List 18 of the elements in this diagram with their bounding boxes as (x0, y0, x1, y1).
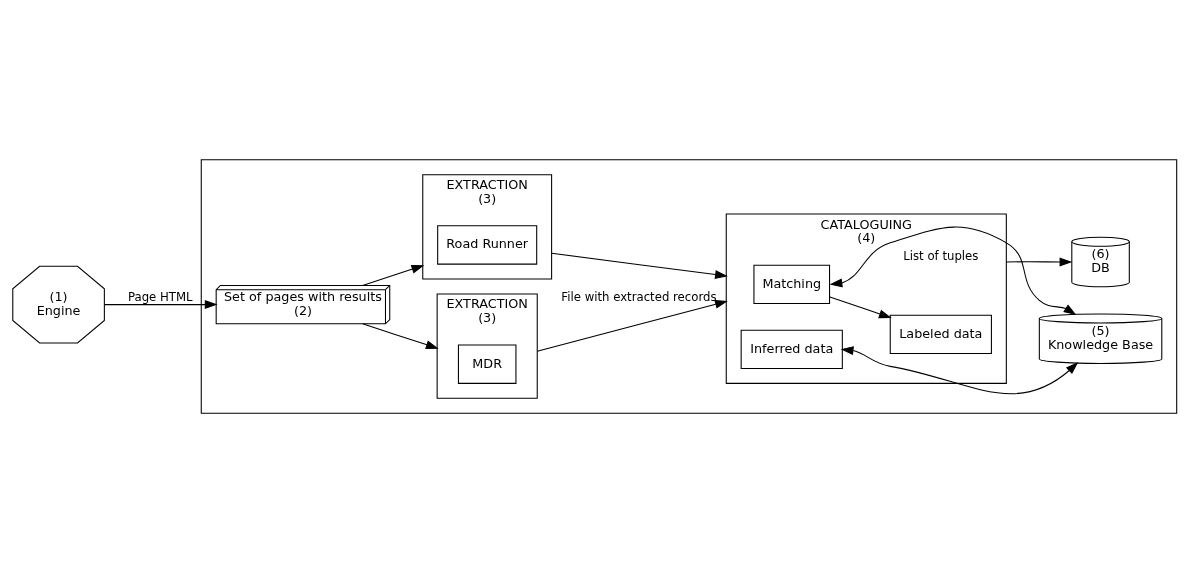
node-box: Matching (753, 264, 831, 304)
node-box: Road Runner (437, 224, 538, 265)
arrow (362, 322, 439, 349)
arrow (551, 252, 728, 279)
arrow (1005, 257, 1073, 266)
arrow (829, 295, 892, 318)
node-box: Labeled data (889, 314, 992, 354)
edge-label: Page HTML (127, 289, 193, 304)
edge-label: File with extracted records (561, 289, 717, 304)
arrow (829, 226, 1077, 315)
edge-label: List of tuples (903, 248, 979, 263)
arrow (104, 299, 218, 309)
arrow (536, 299, 728, 352)
arrow (840, 345, 1079, 394)
node-box: Inferred data (740, 329, 843, 369)
cluster (200, 158, 1178, 414)
node-box: MDR (457, 344, 517, 384)
arrow (362, 264, 425, 286)
